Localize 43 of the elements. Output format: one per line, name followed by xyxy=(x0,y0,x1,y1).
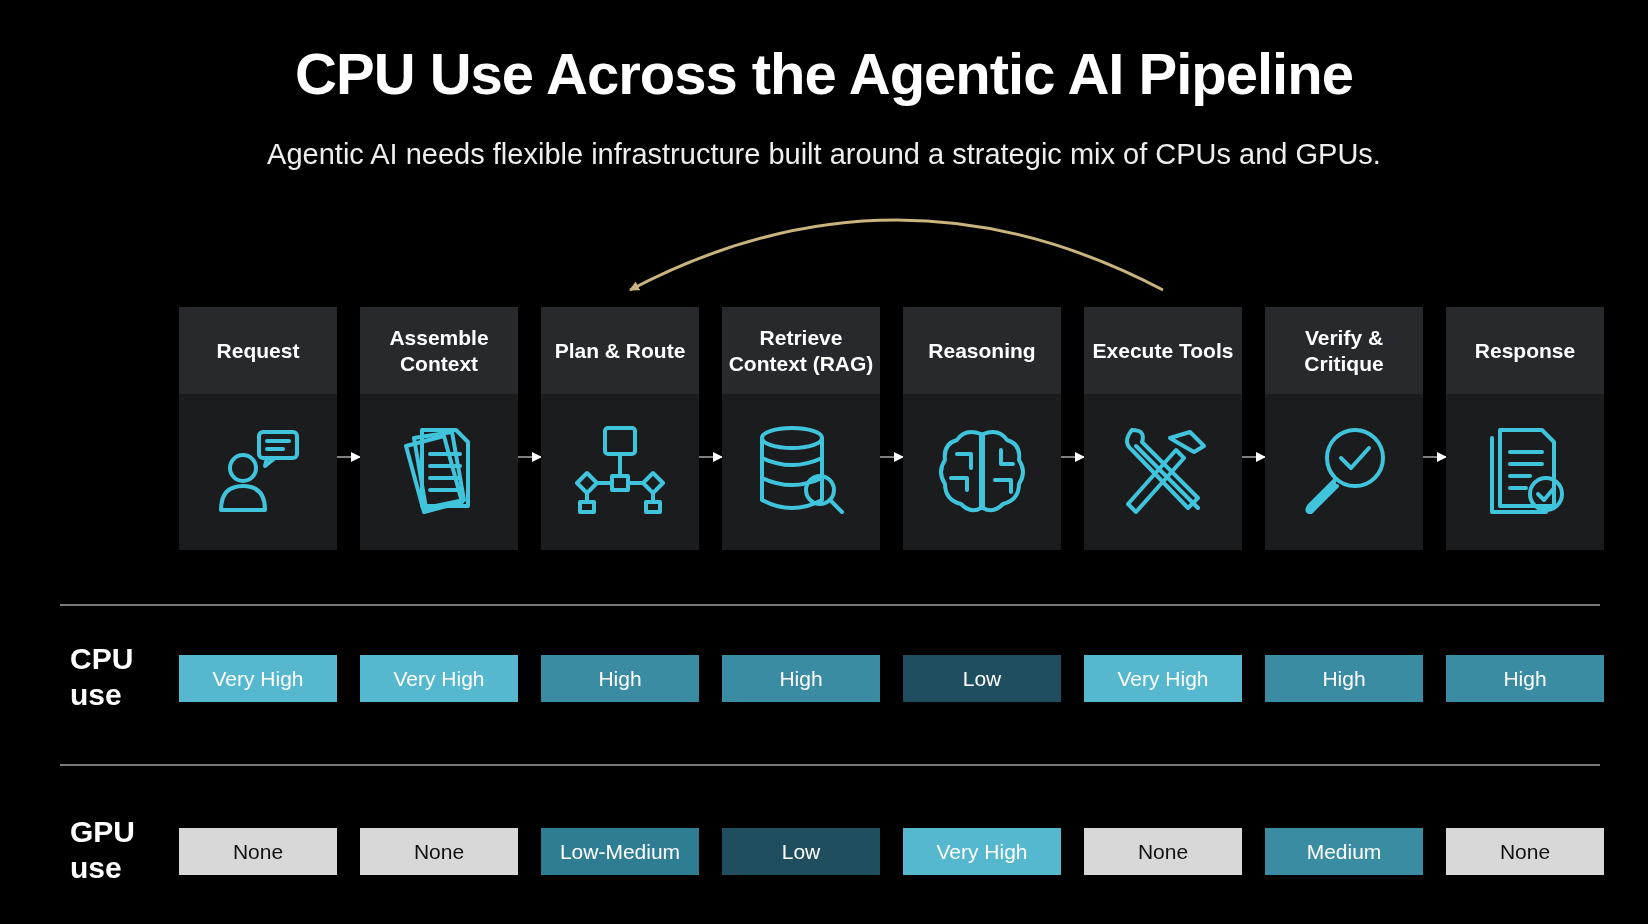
stage-card xyxy=(1446,307,1604,550)
level-cell: High xyxy=(541,655,699,702)
stage-title: Plan & Route xyxy=(553,337,687,364)
level-cell: None xyxy=(179,828,337,875)
stage-card xyxy=(1084,307,1242,550)
arrow xyxy=(1241,452,1266,462)
stage-title: Request xyxy=(215,337,301,364)
level-cell: Low xyxy=(903,655,1061,702)
level-cell: Very High xyxy=(903,828,1061,875)
row-label: CPU use xyxy=(70,641,130,713)
stage-card xyxy=(541,307,699,550)
level-cell: Very High xyxy=(179,655,337,702)
arrow xyxy=(879,452,904,462)
stage-card xyxy=(1265,307,1423,550)
level-cell: None xyxy=(1084,828,1242,875)
stage-card xyxy=(360,307,518,550)
stage-title: Retrieve Context (RAG) xyxy=(727,324,875,377)
arrow xyxy=(698,452,723,462)
stage-title: Reasoning xyxy=(927,337,1037,364)
stage-card xyxy=(903,307,1061,550)
arrow xyxy=(336,452,361,462)
level-cell: High xyxy=(1265,655,1423,702)
arrow xyxy=(629,218,1164,292)
title: CPU Use Across the Agentic AI Pipeline xyxy=(294,40,1354,107)
level-cell: Low xyxy=(722,828,880,875)
subtitle: Agentic AI needs flexible infrastructure built around a strategic mix of CPUs and GPUs. xyxy=(266,138,1382,171)
stage-title: Response xyxy=(1473,337,1577,364)
arrow xyxy=(517,452,542,462)
level-cell: Low-Medium xyxy=(541,828,699,875)
arrow xyxy=(1422,452,1447,462)
level-cell: Medium xyxy=(1265,828,1423,875)
stage-title: Execute Tools xyxy=(1091,337,1235,364)
level-cell: None xyxy=(1446,828,1604,875)
stage-card xyxy=(722,307,880,550)
level-cell: Very High xyxy=(1084,655,1242,702)
arrow xyxy=(1060,452,1085,462)
level-cell: High xyxy=(722,655,880,702)
level-cell: High xyxy=(1446,655,1604,702)
stage-title: Assemble Context xyxy=(388,324,490,377)
stage-title: Verify & Critique xyxy=(1303,324,1385,377)
level-cell: Very High xyxy=(360,655,518,702)
level-cell: None xyxy=(360,828,518,875)
stage-card xyxy=(179,307,337,550)
